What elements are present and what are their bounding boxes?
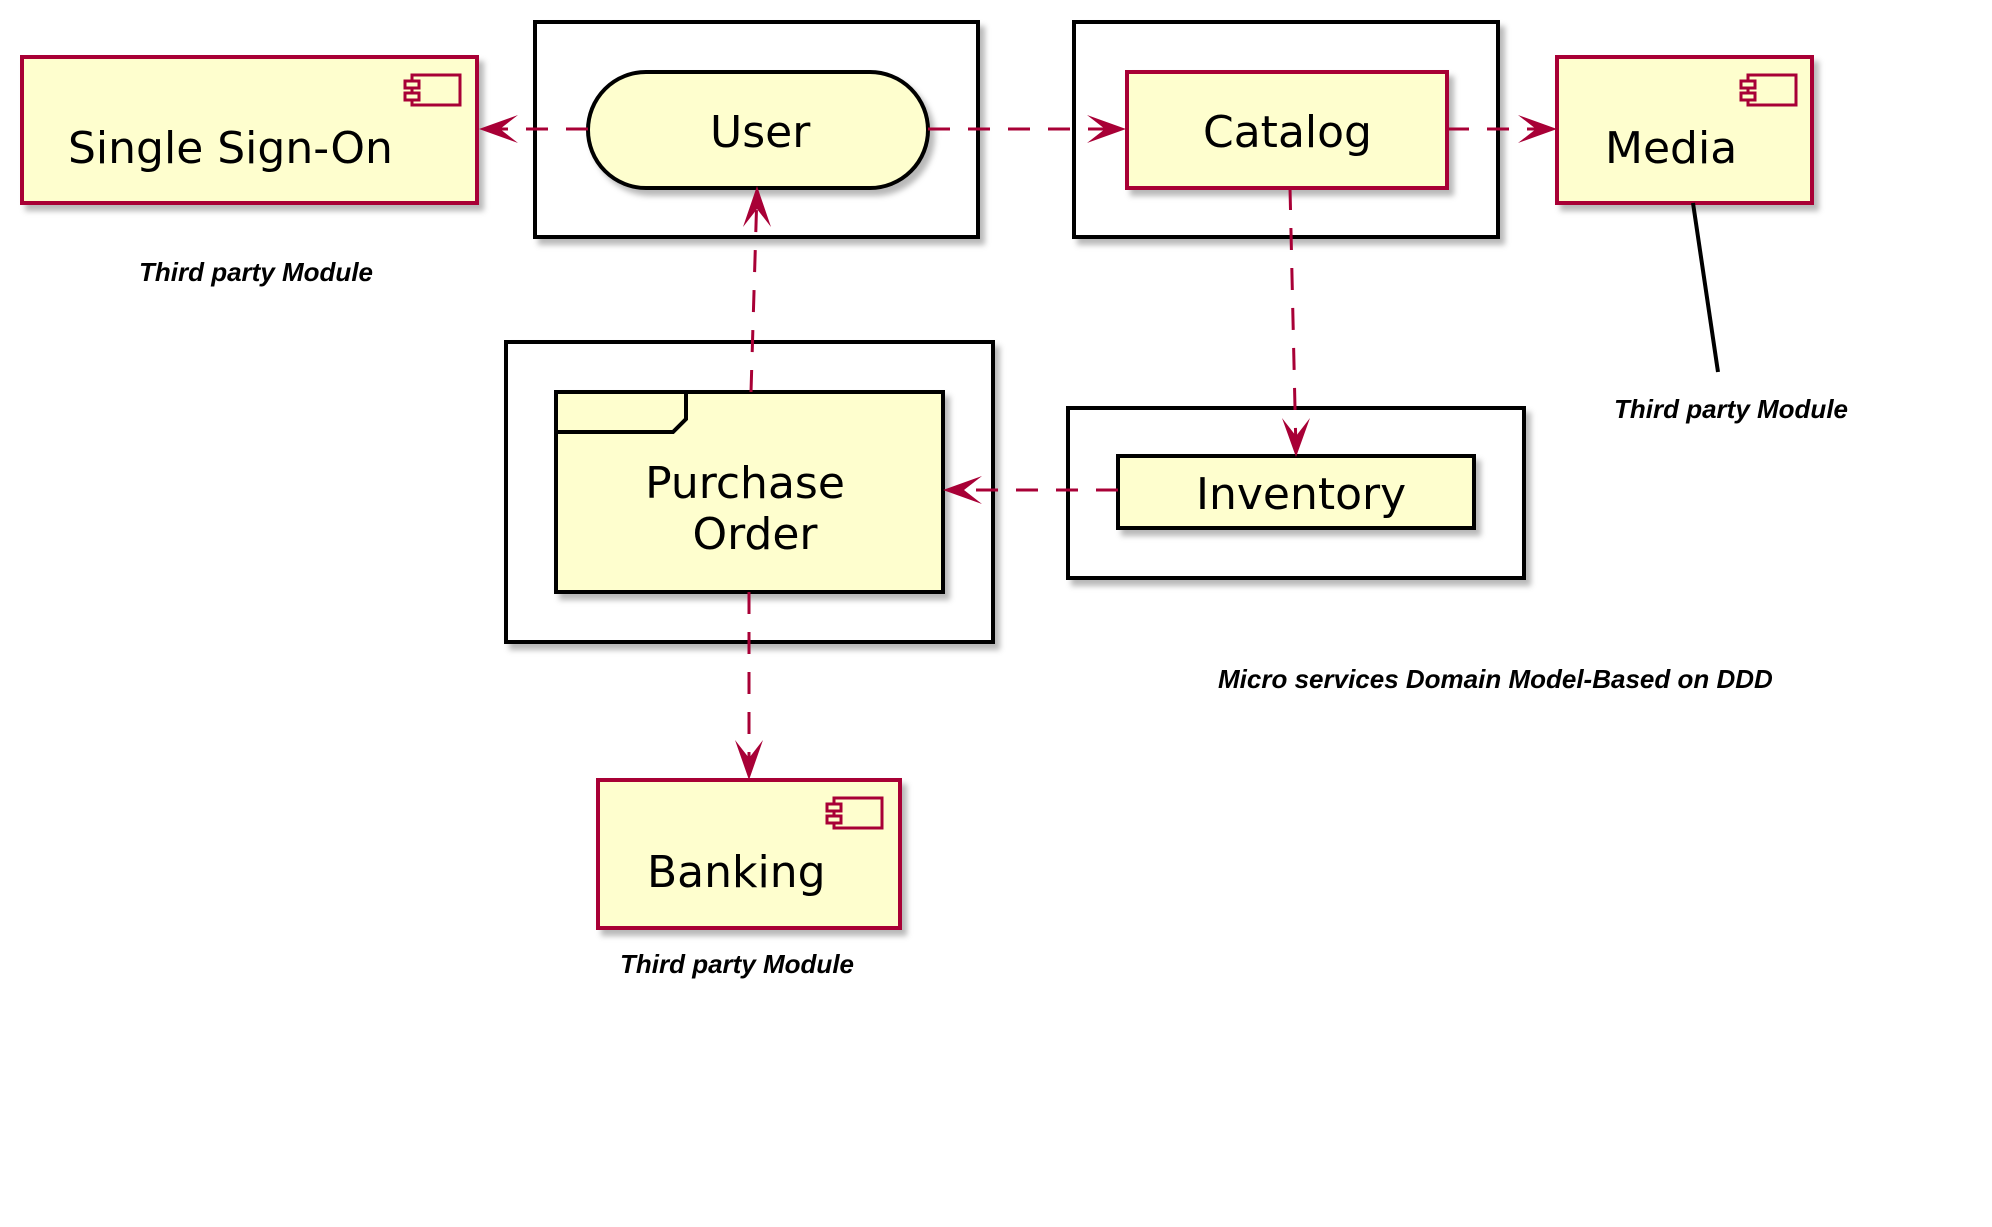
footer-note: Micro services Domain Model-Based on DDD [1218, 664, 1773, 694]
banking-label: Banking [647, 847, 826, 898]
media-note: Third party Module [1614, 394, 1848, 424]
edge-purchase-order-to-user [743, 186, 771, 393]
arrowhead [1282, 418, 1310, 457]
inventory-label: Inventory [1196, 469, 1406, 520]
sso-note: Third party Module [139, 257, 373, 287]
folder-tab [556, 392, 688, 434]
single-sign-on-component: Single Sign-On [20, 55, 479, 205]
edge-user-to-catalog [928, 115, 1126, 143]
edge-user-to-sso [479, 115, 588, 143]
catalog-node: Catalog [1125, 70, 1449, 190]
arrowhead [943, 476, 982, 504]
arrowhead [743, 186, 771, 227]
purchase-order-label-line2: Order [692, 509, 818, 560]
banking-note: Third party Module [620, 949, 854, 979]
media-component: Media [1555, 55, 1814, 205]
purchase-order-label-line1: Purchase [645, 458, 845, 509]
edge-inventory-to-purchase-order [943, 476, 1118, 504]
purchase-order-folder: Purchase Order [554, 390, 945, 594]
edge-catalog-to-media [1447, 115, 1557, 143]
arrowhead [1518, 115, 1557, 143]
component-icon [1739, 73, 1798, 107]
edge-catalog-to-inventory [1282, 187, 1310, 457]
arrowhead [479, 115, 518, 143]
catalog-label: Catalog [1203, 107, 1372, 158]
component-icon [825, 796, 884, 830]
component-icon [403, 73, 462, 107]
user-label: User [710, 107, 811, 158]
user-usecase: User [586, 70, 930, 190]
inventory-node: Inventory [1116, 454, 1476, 530]
arrowhead [1087, 115, 1126, 143]
media-label: Media [1605, 123, 1737, 174]
edge-purchase-order-to-banking [735, 592, 763, 780]
banking-component: Banking [596, 778, 902, 930]
single-sign-on-label: Single Sign-On [68, 123, 393, 174]
media-note-connector [1691, 202, 1720, 373]
arrowhead [735, 740, 763, 780]
